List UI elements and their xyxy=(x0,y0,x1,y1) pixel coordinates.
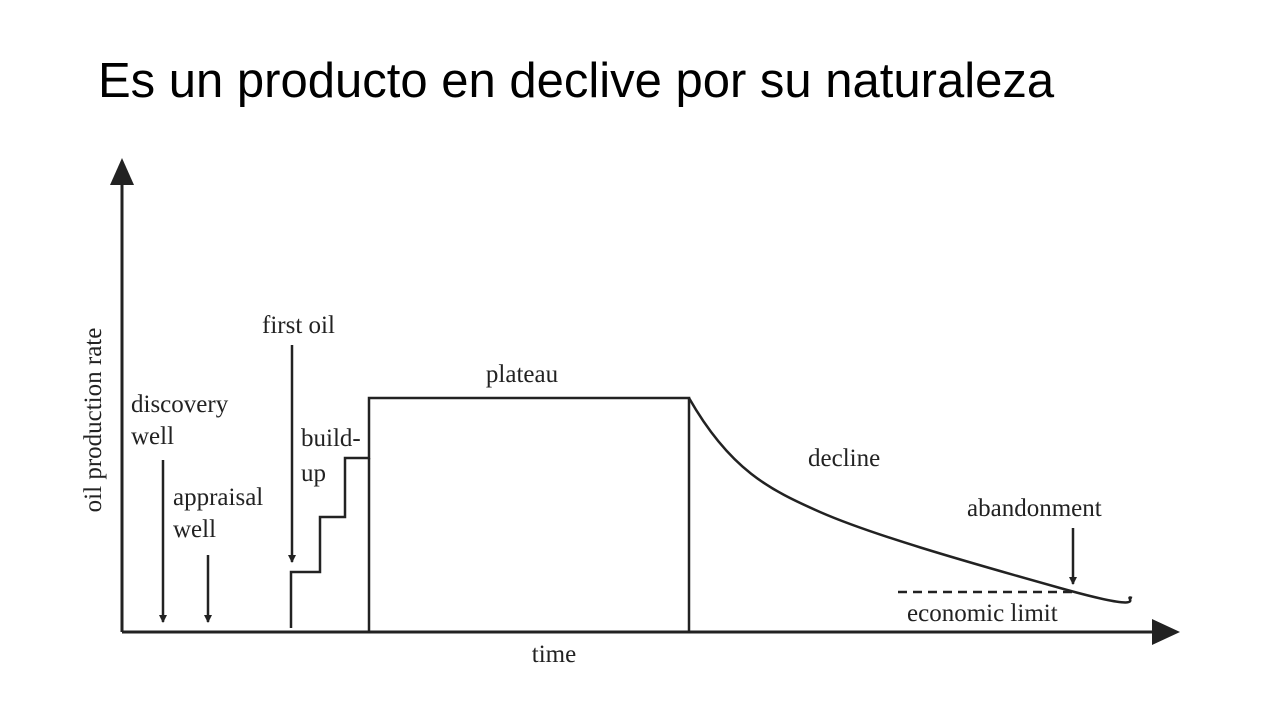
discovery-well-label-2: well xyxy=(131,423,174,450)
build-up-label-1: build- xyxy=(301,425,361,452)
decline-label: decline xyxy=(808,445,880,472)
y-axis-arrow-icon xyxy=(110,158,134,185)
x-axis-arrow-icon xyxy=(1152,619,1180,645)
build-up-label-2: up xyxy=(301,460,326,487)
production-profile-line xyxy=(289,396,691,632)
abandonment-label: abandonment xyxy=(967,495,1102,522)
appraisal-well-label-2: well xyxy=(173,516,216,543)
x-axis-label: time xyxy=(532,641,576,668)
discovery-well-label-1: discovery xyxy=(131,391,229,418)
y-axis-label: oil production rate xyxy=(80,328,107,513)
economic-limit-label: economic limit xyxy=(907,600,1058,627)
decline-curve xyxy=(687,397,1133,604)
plateau-label: plateau xyxy=(486,361,559,388)
first-oil-label: first oil xyxy=(262,312,335,339)
slide-title: Es un producto en declive por su natural… xyxy=(98,54,1055,108)
appraisal-well-label-1: appraisal xyxy=(173,484,263,511)
